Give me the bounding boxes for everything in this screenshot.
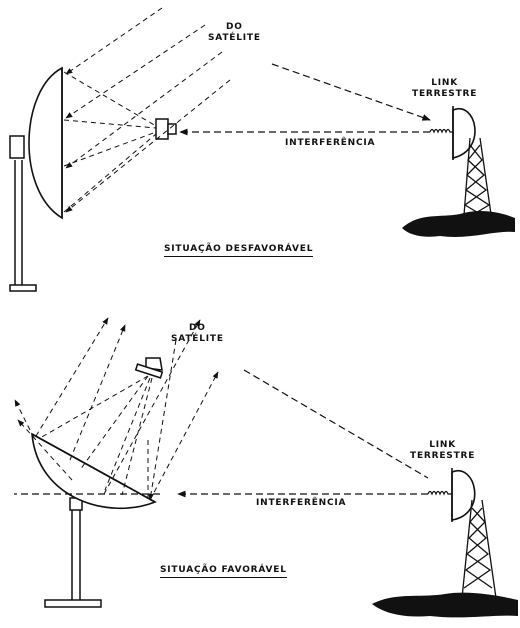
bottom-dish-mount (44, 497, 102, 608)
bottom-link-antenna (451, 468, 476, 522)
bottom-interference-label: INTERFERÊNCIA (256, 498, 347, 508)
bottom-link-label-line1: LINK (429, 440, 456, 450)
top-link-label-line1: LINK (431, 78, 458, 88)
top-link-label-line2: TERRESTRE (412, 89, 478, 99)
bottom-link-feed-coil (427, 490, 452, 496)
top-interference-label: INTERFERÊNCIA (285, 138, 376, 148)
bottom-interference-path (14, 369, 429, 498)
top-dish-reflector (28, 66, 63, 220)
bottom-satellite-label: DO SATÉLITE (171, 323, 224, 345)
top-link-feed-coil (429, 128, 454, 134)
top-satellite-label-line2: SATÉLITE (208, 33, 261, 43)
top-satellite-label: DO SATÉLITE (208, 22, 261, 44)
bottom-panel (14, 317, 518, 618)
top-satellite-rays (63, 7, 231, 213)
bottom-satellite-label-line1: DO (189, 323, 206, 333)
bottom-dish-feed (134, 357, 164, 379)
top-dish-mount (9, 135, 37, 292)
bottom-dish-reflector (31, 432, 157, 510)
bottom-satellite-rays (14, 317, 219, 501)
top-dish-feed (155, 118, 177, 140)
top-satellite-label-line1: DO (226, 22, 243, 32)
top-caption: SITUAÇÃO DESFAVORÁVEL (164, 244, 314, 257)
top-interference-path (179, 63, 431, 136)
bottom-link-tower (461, 499, 497, 599)
bottom-caption: SITUAÇÃO FAVORÁVEL (160, 565, 287, 578)
bottom-link-label-line2: TERRESTRE (410, 451, 476, 461)
bottom-satellite-label-line2: SATÉLITE (171, 334, 224, 344)
top-panel (9, 7, 515, 292)
top-ground (402, 211, 515, 237)
bottom-link-label: LINK TERRESTRE (410, 440, 475, 462)
top-link-antenna (452, 106, 476, 160)
bottom-ground (372, 592, 518, 618)
top-link-label: LINK TERRESTRE (412, 78, 477, 100)
